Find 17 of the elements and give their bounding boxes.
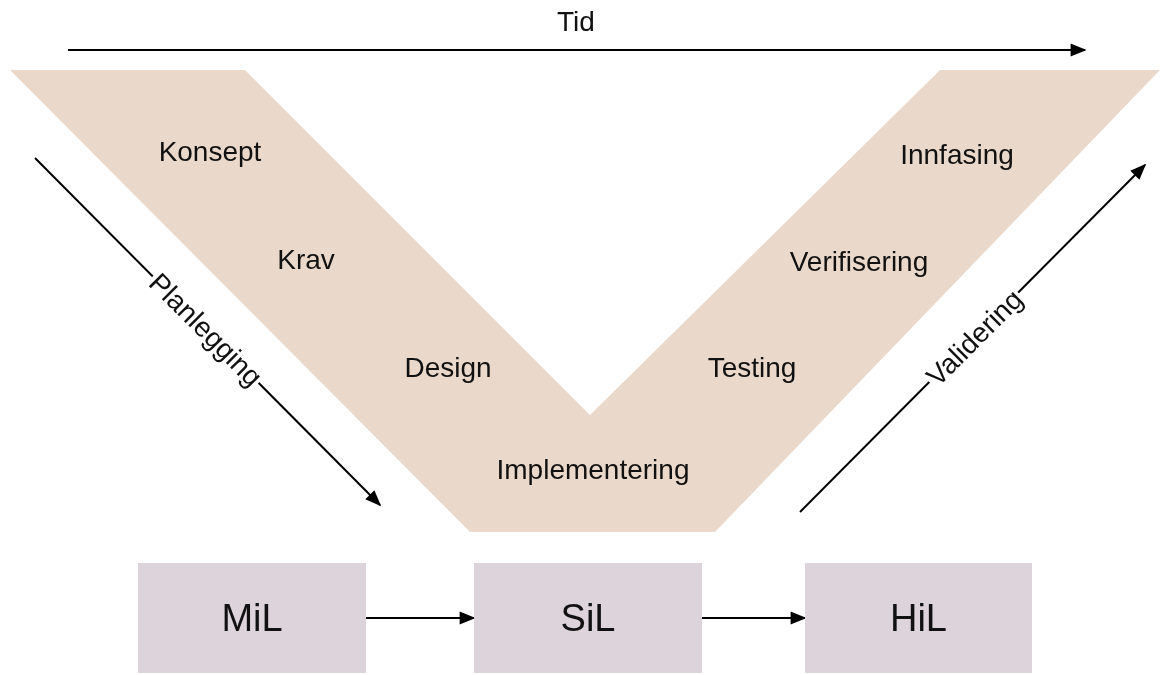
v-shaped-band: [10, 70, 1160, 532]
arrow: [701, 611, 807, 625]
phase-label: Innfasing: [900, 139, 1014, 171]
phase-label: Testing: [707, 352, 797, 384]
box-label: HiL: [890, 596, 947, 640]
arrow: [365, 611, 476, 625]
process-box: [138, 563, 366, 673]
phase-label: Konsept: [158, 136, 262, 168]
process-box: [805, 563, 1032, 673]
phase-label: Design: [404, 352, 492, 384]
phase-label: Krav: [277, 244, 335, 276]
phase-label: Verifisering: [789, 246, 929, 278]
box-label: SiL: [560, 596, 616, 640]
process-box: [474, 563, 702, 673]
box-label: MiL: [221, 596, 283, 640]
phase-label: Implementering: [496, 454, 690, 486]
axis-label: Tid: [556, 6, 596, 38]
